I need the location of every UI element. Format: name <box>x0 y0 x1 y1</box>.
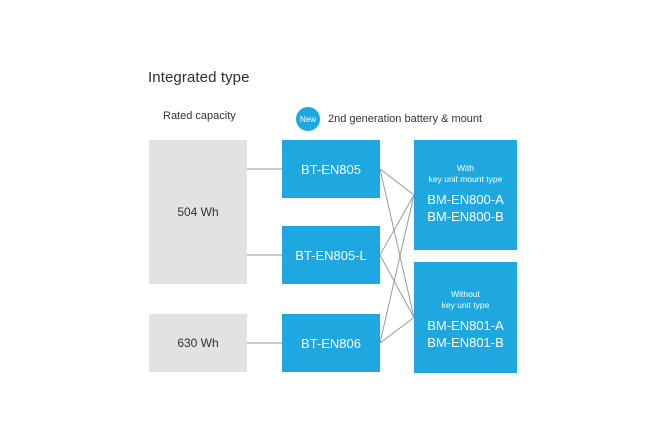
connector-line <box>379 254 415 318</box>
connector-line <box>379 168 415 196</box>
mount-type-line: key unit mount type <box>428 174 503 184</box>
battery-label: BT-EN805-L <box>295 247 367 263</box>
mount-model: BM-EN800-A <box>427 192 504 207</box>
new-badge: New <box>296 107 320 131</box>
connector-line <box>379 317 415 344</box>
capacity-box-630wh: 630 Wh <box>149 314 247 372</box>
battery-box-bt-en805: BT-EN805 <box>282 140 380 198</box>
battery-label: BT-EN805 <box>301 161 361 177</box>
mount-model: BM-EN801-A <box>427 318 504 333</box>
rated-capacity-label: Rated capacity <box>163 110 236 122</box>
mount-models: BM-EN800-A BM-EN800-B <box>427 192 504 225</box>
capacity-box-504wh: 504 Wh <box>149 140 247 284</box>
capacity-label: 504 Wh <box>177 205 219 219</box>
battery-label: BT-EN806 <box>301 335 361 351</box>
mount-model: BM-EN801-B <box>427 334 504 350</box>
generation-header: New 2nd generation battery & mount <box>296 107 482 131</box>
battery-box-bt-en806: BT-EN806 <box>282 314 380 372</box>
mount-box-bm-en800: With key unit mount type BM-EN800-A BM-E… <box>414 140 517 250</box>
mount-model: BM-EN800-B <box>427 208 504 224</box>
connector-line <box>379 194 415 256</box>
mount-type-line: Without <box>451 289 480 299</box>
connector-line <box>379 194 415 344</box>
capacity-label: 630 Wh <box>177 336 219 350</box>
mount-models: BM-EN801-A BM-EN801-B <box>427 318 504 351</box>
mount-type-line: With <box>457 163 474 173</box>
connector-line <box>379 168 415 318</box>
battery-box-bt-en805-l: BT-EN805-L <box>282 226 380 284</box>
mount-box-bm-en801: Without key unit type BM-EN801-A BM-EN80… <box>414 262 517 373</box>
mount-type-line: key unit type <box>441 300 490 310</box>
generation-label: 2nd generation battery & mount <box>328 113 483 125</box>
diagram-title: Integrated type <box>148 69 250 86</box>
